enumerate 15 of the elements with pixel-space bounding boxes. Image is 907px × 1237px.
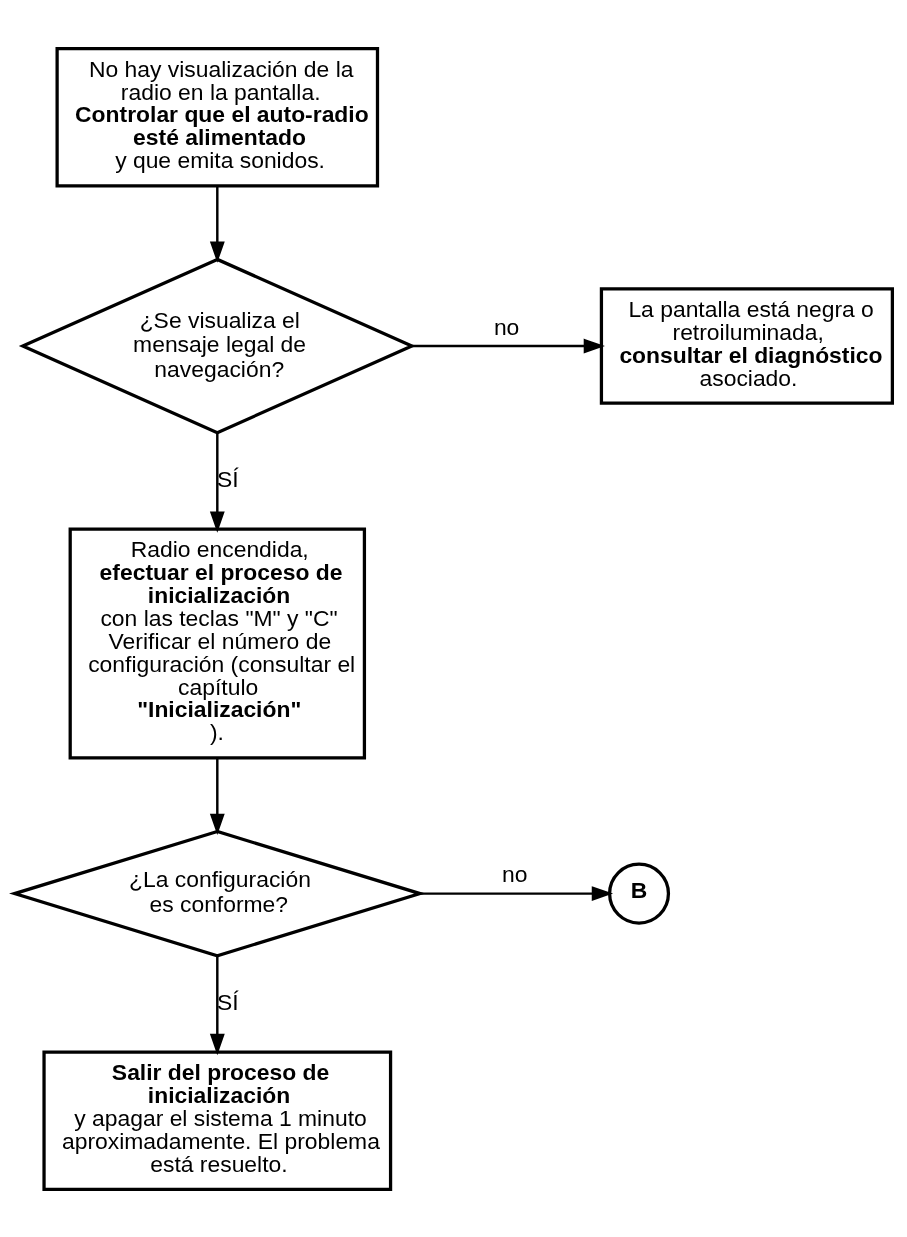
edge-label: no xyxy=(502,860,528,887)
arrow xyxy=(209,757,225,835)
arrow xyxy=(209,955,225,1055)
arrow xyxy=(420,885,614,901)
arrow xyxy=(209,185,225,263)
node-circle: B xyxy=(607,862,671,925)
edge-label: no xyxy=(493,313,520,340)
node-box: Radio encendida, efectuar el proceso de inicialización con las teclas "M" y "C" Verificar el número de configuración (consultar el capítulo "Inicialización"). xyxy=(68,526,367,760)
arrow xyxy=(209,432,225,533)
edge-label: SÍ xyxy=(217,988,239,1015)
node-box: Salir del proceso de inicialización y apagar el sistema 1 minuto aproximadamente. El problema está resuelto. xyxy=(42,1050,393,1191)
arrow xyxy=(412,338,605,353)
node-box: No hay visualización de la radio en la pantalla. Controlar que el auto-radio esté alimentado y que emita sonidos. xyxy=(55,46,380,187)
node-box: La pantalla está negra o retroiluminada, consultar el diagnóstico asociado. xyxy=(599,286,894,405)
edge-label: SÍ xyxy=(217,465,239,492)
